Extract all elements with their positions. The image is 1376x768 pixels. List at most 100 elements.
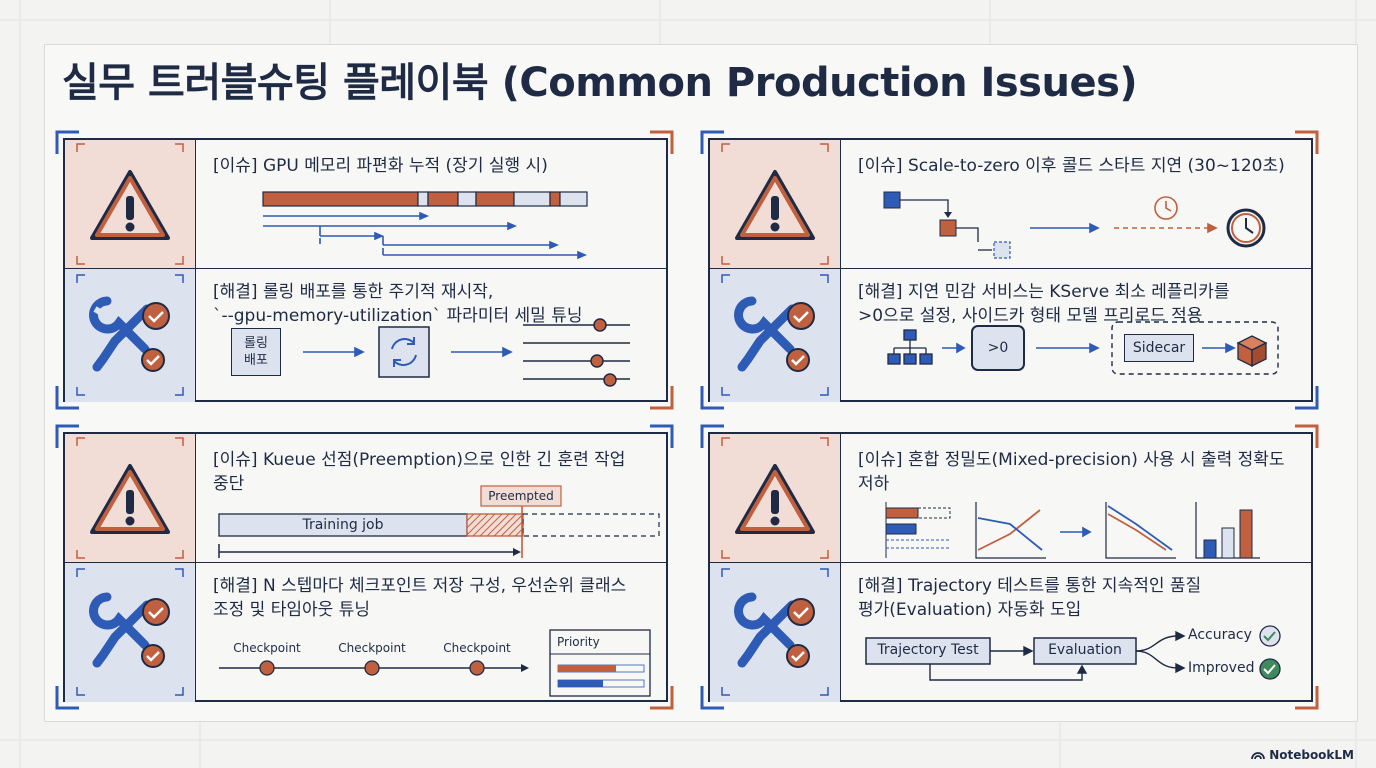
issue-text: [이슈] GPU 메모리 파편화 누적 (장기 실행 시) <box>213 156 548 176</box>
declining-line-icon <box>1105 502 1176 559</box>
issue-icon-cell <box>710 140 840 268</box>
corner-bracket-icon <box>55 386 79 410</box>
check-circle-icon <box>1259 625 1281 647</box>
fix-text: [해결] 롤링 배포를 통한 주기적 재시작, `--gpu-memory-ut… <box>213 280 582 328</box>
cold-start-graphics <box>883 191 1266 259</box>
horizontal-divider <box>65 562 666 563</box>
notebooklm-logo: NotebookLM <box>1251 748 1354 762</box>
fix-line: [해결] N 스텝마다 체크포인트 저장 구성, 우선순위 클래스 <box>213 576 627 596</box>
issue-icon-cell <box>710 434 840 562</box>
fix-line: >0으로 설정, 사이드카 형태 모델 프리로드 적용 <box>858 306 1203 326</box>
fragmentation-diagram <box>205 182 665 262</box>
corner-bracket-icon <box>1295 424 1319 448</box>
panel-preemption: [이슈] Kueue 선점(Preemption)으로 인한 긴 훈련 작업 중… <box>55 424 674 710</box>
clock-icon <box>1226 208 1266 248</box>
corner-bracket-icon <box>650 424 674 448</box>
fix-text: [해결] N 스텝마다 체크포인트 저장 구성, 우선순위 클래스 조정 및 타… <box>213 574 626 622</box>
vertical-divider <box>195 434 196 700</box>
fix-line: [해결] 지연 민감 서비스는 KServe 최소 레플리카를 <box>858 282 1230 302</box>
refresh-icon <box>391 338 417 366</box>
corner-bracket-icon <box>1295 386 1319 410</box>
precision-diagram <box>850 496 1310 576</box>
fix-icon-cell <box>710 563 840 702</box>
notebooklm-icon <box>1251 752 1266 760</box>
issue-text: [이슈] 혼합 정밀도(Mixed-precision) 사용 시 출력 정확도… <box>858 448 1285 496</box>
vertical-divider <box>840 434 841 700</box>
horizontal-divider <box>710 268 1311 269</box>
wrench-check-icon <box>721 274 829 396</box>
crossing-lines-icon <box>975 502 1046 559</box>
issue-icon-cell <box>65 140 195 268</box>
issue-text: [이슈] Scale-to-zero 이후 콜드 스타트 지연 (30~120초… <box>858 156 1285 176</box>
trajectory-test-label: Trajectory Test <box>877 642 979 658</box>
bar-chart-icon <box>1195 502 1260 559</box>
panel-box: [이슈] GPU 메모리 파편화 누적 (장기 실행 시) <box>63 138 668 402</box>
corner-bracket-icon <box>700 424 724 448</box>
rolling-deploy-label: 배포 <box>244 353 268 368</box>
corner-bracket-icon <box>1295 686 1319 710</box>
checkpoint-label: Checkpoint <box>233 641 301 655</box>
check-circle-filled-icon <box>1259 658 1281 680</box>
issue-line: 중단 <box>213 474 245 494</box>
panel-box: [이슈] Scale-to-zero 이후 콜드 스타트 지연 (30~120초… <box>708 138 1313 402</box>
wrench-check-icon <box>76 568 184 696</box>
priority-label: Priority <box>557 635 600 649</box>
vertical-divider <box>195 140 196 400</box>
corner-bracket-icon <box>650 130 674 154</box>
rolling-deploy-box: 롤링 배포 <box>231 328 281 376</box>
panel-box: [이슈] 혼합 정밀도(Mixed-precision) 사용 시 출력 정확도… <box>708 432 1313 702</box>
fix-icon-cell <box>65 269 195 402</box>
fix-text: [해결] 지연 민감 서비스는 KServe 최소 레플리카를 >0으로 설정,… <box>858 280 1229 328</box>
evaluation-diagram: Trajectory Test Evaluation Accuracy Impr… <box>850 624 1310 704</box>
panel-box: [이슈] Kueue 선점(Preemption)으로 인한 긴 훈련 작업 중… <box>63 432 668 702</box>
corner-bracket-icon <box>55 686 79 710</box>
warning-triangle-icon <box>721 143 829 265</box>
evaluation-graphics <box>865 625 1281 681</box>
cold-start-diagram <box>850 182 1310 262</box>
corner-bracket-icon <box>1295 130 1319 154</box>
fix-text: [해결] Trajectory 테스트를 통한 지속적인 품질 평가(Evalu… <box>858 574 1201 622</box>
preemption-diagram: Training job Preempted <box>205 478 665 558</box>
fix-icon-cell <box>710 269 840 402</box>
corner-bracket-icon <box>700 386 724 410</box>
improved-label: Improved <box>1188 660 1255 676</box>
rolling-restart-diagram: 롤링 배포 <box>205 312 665 392</box>
accuracy-label: Accuracy <box>1188 627 1252 643</box>
fix-line: [해결] Trajectory 테스트를 통한 지속적인 품질 <box>858 576 1202 596</box>
corner-bracket-icon <box>700 686 724 710</box>
preload-diagram: >0 Sidecar <box>850 312 1310 392</box>
issue-text: [이슈] Kueue 선점(Preemption)으로 인한 긴 훈련 작업 중… <box>213 448 625 496</box>
wrench-check-icon <box>721 568 829 696</box>
panel-mixed-precision: [이슈] 혼합 정밀도(Mixed-precision) 사용 시 출력 정확도… <box>700 424 1319 710</box>
memory-fragmentation-bar <box>262 191 588 260</box>
panel-cold-start: [이슈] Scale-to-zero 이후 콜드 스타트 지연 (30~120초… <box>700 130 1319 410</box>
sidecar-box: Sidecar <box>1124 334 1194 362</box>
hierarchy-icon <box>887 329 933 365</box>
preload-graphics <box>887 321 1279 375</box>
horizontal-divider <box>710 562 1311 563</box>
rolling-deploy-label: 롤링 <box>244 336 268 351</box>
horizontal-divider <box>65 268 666 269</box>
fix-icon-cell <box>65 563 195 702</box>
training-job-label: Training job <box>302 517 384 533</box>
checkpoint-label: Checkpoint <box>443 641 511 655</box>
issue-line: [이슈] Kueue 선점(Preemption)으로 인한 긴 훈련 작업 <box>213 450 626 470</box>
issue-icon-cell <box>65 434 195 562</box>
fix-line: 평가(Evaluation) 자동화 도입 <box>858 600 1082 620</box>
checkpoint-diagram: Checkpoint Checkpoint Checkpoint Priorit… <box>205 622 665 702</box>
issue-line: [이슈] 혼합 정밀도(Mixed-precision) 사용 시 출력 정확도 <box>858 450 1285 470</box>
sliders-icon <box>523 318 630 387</box>
issue-line: 저하 <box>858 474 890 494</box>
fix-line: 조정 및 타임아웃 튜닝 <box>213 600 370 620</box>
wrench-check-icon <box>76 274 184 396</box>
checkpoint-graphics <box>219 629 651 697</box>
warning-triangle-icon <box>76 143 184 265</box>
fix-line: [해결] 롤링 배포를 통한 주기적 재시작, <box>213 282 494 302</box>
corner-bracket-icon <box>650 386 674 410</box>
small-clock-icon <box>1154 196 1178 220</box>
evaluation-label: Evaluation <box>1048 642 1122 658</box>
rolling-restart-graphics <box>303 318 630 387</box>
preemption-graphics <box>218 485 660 558</box>
brand-label: NotebookLM <box>1269 748 1354 762</box>
precision-graphics <box>885 502 1260 559</box>
